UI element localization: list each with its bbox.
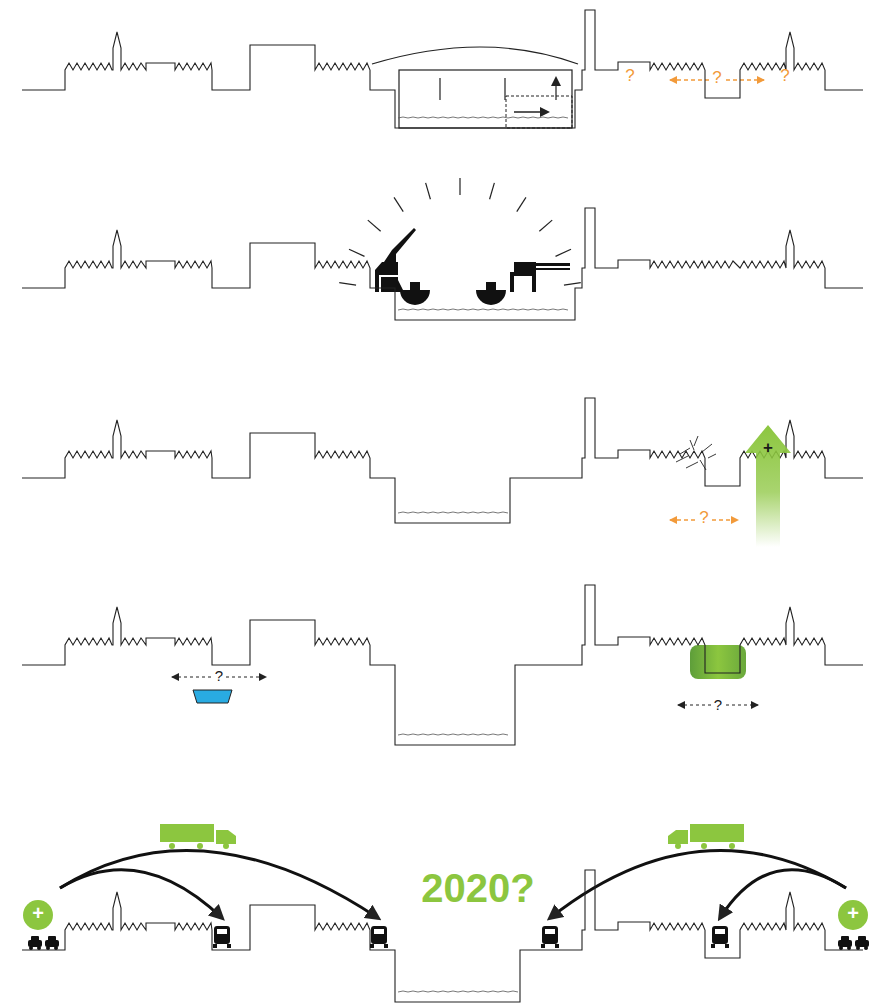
route-arrow	[720, 870, 846, 918]
demolition-stroke	[676, 456, 688, 462]
green-truck	[668, 824, 744, 849]
truck-icon	[214, 926, 230, 944]
car-icon	[841, 936, 849, 941]
demolition-stroke	[686, 462, 698, 468]
lift-arrows	[440, 78, 556, 100]
skyline	[22, 585, 863, 745]
hedge	[690, 645, 746, 679]
year-label: 2020?	[419, 868, 536, 908]
truck-icon	[370, 944, 374, 948]
question-mark: ?	[778, 67, 791, 84]
truck-icon	[371, 926, 387, 944]
gauge-tick	[564, 283, 581, 285]
demolition-stroke	[700, 460, 706, 470]
plus-circle: +	[23, 900, 53, 930]
truck-icon	[542, 926, 558, 944]
car-icon	[858, 936, 866, 941]
node-text: +	[745, 425, 791, 456]
growth-arrow: +	[745, 425, 791, 547]
car-icon	[29, 946, 33, 950]
car-icon	[847, 946, 851, 950]
truck-icon	[541, 944, 545, 948]
dashed-box	[506, 96, 572, 128]
truck-icon	[384, 944, 388, 948]
truck-icon	[227, 944, 231, 948]
gauge-tick	[539, 220, 552, 231]
demolition-stroke	[680, 448, 690, 454]
car-icon	[46, 946, 50, 950]
water-trough	[193, 690, 232, 703]
crane	[375, 228, 416, 292]
car-icon	[28, 940, 42, 947]
ships	[400, 282, 506, 305]
truck-icon	[374, 929, 384, 934]
shift-arrow	[514, 111, 548, 113]
car-icon	[31, 936, 39, 941]
gauge-tick	[459, 178, 460, 195]
skyline	[22, 10, 863, 128]
gauge-tick	[517, 197, 526, 211]
node-text: +	[23, 900, 53, 923]
water-line	[398, 117, 568, 118]
truck-icon	[725, 944, 729, 948]
car-icon	[839, 946, 843, 950]
green-truck	[160, 824, 236, 849]
question-mark: ?	[213, 668, 225, 683]
arrow-shape	[745, 425, 791, 547]
water-line	[398, 512, 508, 513]
water-line	[398, 309, 568, 310]
car-icon	[838, 940, 852, 947]
roof-arc	[372, 47, 578, 64]
car-icon	[48, 936, 56, 941]
route-arrow	[60, 870, 222, 918]
demolition-stroke	[708, 454, 716, 458]
gantry	[510, 262, 570, 292]
question-mark: ?	[710, 69, 723, 86]
skyline	[22, 208, 863, 320]
node-text: +	[838, 900, 868, 923]
gauge-tick	[394, 197, 403, 211]
water-line	[398, 734, 508, 735]
circle-shape	[838, 900, 868, 930]
demolition-stroke	[690, 440, 694, 450]
truck-icon	[545, 929, 555, 934]
truck-icon	[712, 926, 728, 944]
gauge-tick	[349, 249, 364, 256]
circle-shape	[23, 900, 53, 930]
gauge-tick	[339, 283, 356, 285]
lift-frame	[399, 70, 572, 128]
car-icon	[864, 946, 868, 950]
skyline	[22, 398, 863, 523]
question-mark: ?	[623, 67, 636, 84]
gauge-tick	[556, 249, 571, 256]
route-arrow	[550, 850, 846, 918]
demolition-stroke	[702, 444, 712, 452]
demolition-stroke	[694, 436, 698, 446]
car-icon	[45, 940, 59, 947]
question-mark: ?	[712, 697, 724, 712]
car-icon	[855, 940, 869, 947]
truck-icon	[715, 929, 725, 934]
truck-icon	[555, 944, 559, 948]
plus-circle: +	[838, 900, 868, 930]
truck-icon	[213, 944, 217, 948]
gauge-tick	[490, 183, 495, 199]
gauge-tick	[368, 220, 381, 231]
truck-icon	[217, 929, 227, 934]
route-arrow	[60, 850, 378, 918]
car-icon	[856, 946, 860, 950]
car-icon	[54, 946, 58, 950]
car-icon	[37, 946, 41, 950]
question-mark: ?	[697, 509, 710, 526]
water-line	[398, 991, 518, 992]
truck-icon	[711, 944, 715, 948]
gauge-tick	[426, 183, 431, 199]
